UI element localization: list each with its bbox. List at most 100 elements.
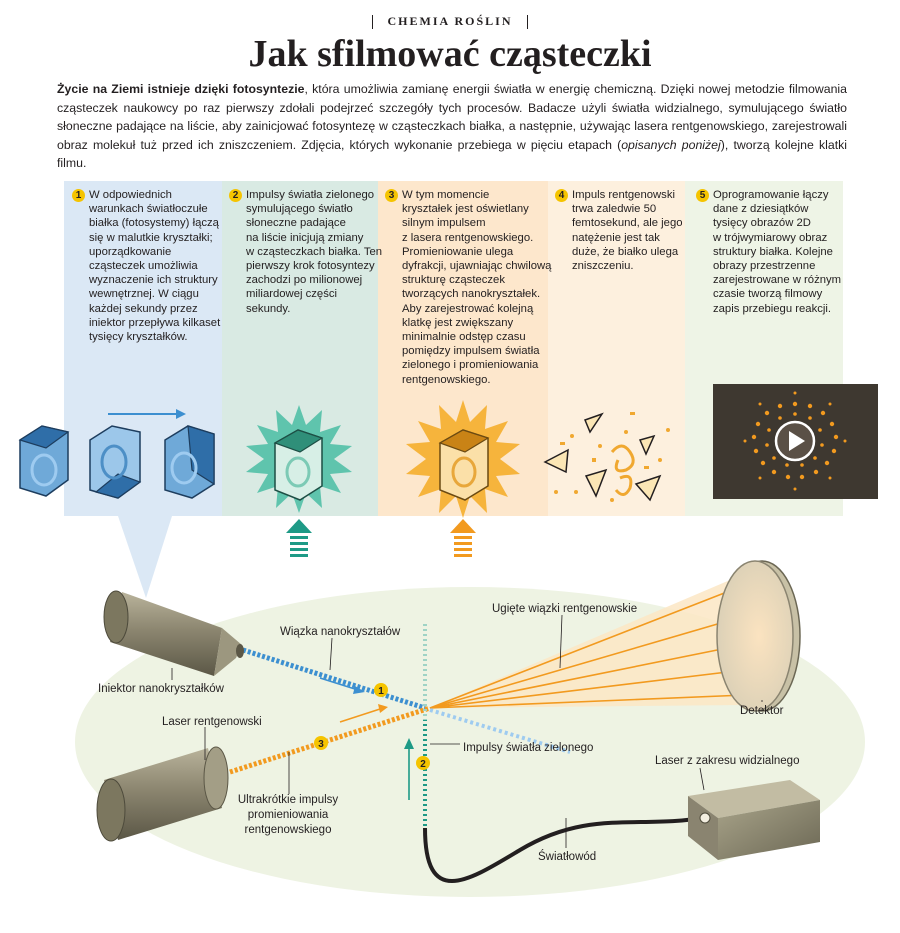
arrow-head-icon [404, 738, 414, 749]
callout-pointer [118, 516, 172, 598]
step-2-text: 2 Impulsy światła zielonego symulującego… [229, 188, 383, 316]
svg-text:2: 2 [420, 759, 426, 770]
step-line: struktury białka. Kolejne [713, 245, 833, 258]
step-line: sekundy. [246, 302, 291, 315]
step-line: kryształek jest oświetlany [402, 203, 529, 216]
step-line: każdej sekundy przez [89, 302, 198, 315]
nanocrystal-injector [103, 590, 244, 676]
intro-body: , która umożliwia zamianę energii światł… [57, 82, 847, 152]
marker-1: 1 [374, 683, 388, 697]
step-line: warunkach światłoczułe [89, 203, 208, 216]
step-line: słoneczne padające [246, 217, 346, 230]
step-line: natężenie jest tak [572, 231, 660, 244]
label-xray-pulses-2: promieniowania [248, 809, 329, 821]
step-line: femtosekund, ale jego [572, 217, 683, 230]
label-detector: Detektor [740, 705, 784, 717]
step-line: rentgenowskiego. [402, 373, 491, 386]
svg-text:1: 1 [378, 686, 384, 697]
step-line: tworzących nanokryształek. [402, 288, 541, 301]
intro-tail: ), tworzą kolejne klatki filmu. [57, 137, 847, 171]
label-xray-pulses-3: rentgenowskiego [245, 824, 332, 836]
step-line: pomiędzy impulsem światła [402, 345, 540, 358]
label-injector: Iniektor nanokryształków [98, 683, 225, 695]
green-starburst-icon [246, 405, 352, 513]
step-line: iniektor przepływa kilkaset [89, 316, 221, 329]
diffracted-beams [429, 589, 746, 709]
play-icon [789, 431, 805, 451]
nanocrystal-beam-after [429, 708, 571, 754]
step-line: czasie tworzą filmowy [713, 288, 823, 301]
explosion-fragments-icon [543, 412, 670, 502]
step-line: tysięcy kryształków. [89, 331, 188, 344]
step-number-badge: 1 [72, 189, 85, 202]
step-line: cząsteczek umożliwia [89, 260, 198, 273]
step-line: wewnętrznej. W ciągu [89, 288, 199, 301]
marker-3: 3 [314, 736, 328, 750]
crystal-icon [18, 425, 70, 497]
step-line: na liście inicjują zmiany [246, 231, 364, 244]
arrow-head-icon [353, 686, 365, 694]
step-line: zniszczeniu. [572, 260, 634, 273]
step-line: miliardowej części [246, 288, 338, 301]
crystal-icon [164, 425, 215, 499]
label-xray-pulses-1: Ultrakrótkie impulsy [238, 794, 339, 806]
step-line: dane z dziesiątków [713, 203, 809, 216]
step-line: klatkę jest zwiększany [402, 316, 514, 329]
arrow-head-icon [378, 704, 388, 713]
step-number-badge: 5 [696, 189, 709, 202]
label-diffracted: Ugięte wiązki rentgenowskie [492, 603, 637, 615]
step-line: zielonego i promieniowania [402, 359, 539, 372]
kicker-bar-left [372, 15, 374, 30]
step-line: w trójwymiarowy obraz [713, 231, 828, 244]
step-line: uporządkowanie [89, 245, 172, 258]
diffracted-cone [430, 580, 745, 708]
step-1-text: 1 W odpowiednich warunkach światłoczułe … [72, 188, 221, 344]
step-line: Oprogramowanie łączy [713, 189, 829, 201]
orange-up-arrow-icon [450, 519, 476, 557]
label-fiber: Światłowód [538, 850, 596, 863]
intro-italic: opisanych poniżej [621, 137, 721, 152]
step-line: pierwszy krok fotosyntezy [246, 260, 375, 273]
xray-direction-arrow [339, 708, 381, 723]
step-line: się w malutkie kryształki; [89, 231, 213, 244]
label-beam: Wiązka nanokryształów [280, 626, 401, 638]
step-line: dyfrakcji, ujawniając chwilową [402, 260, 552, 273]
step-line: zachodzi po milionowej [246, 274, 363, 287]
label-visible-laser: Laser z zakresu widzialnego [655, 755, 799, 767]
step-line: strukturę cząsteczek [402, 274, 505, 287]
crystal-icon [89, 425, 142, 499]
step-line: Promieniowanie ulega [402, 245, 514, 258]
kicker-text: CHEMIA ROŚLIN [387, 14, 513, 28]
video-player[interactable] [713, 384, 878, 499]
arrow-head-icon [176, 409, 186, 419]
step-line: obrazy przestrzenne [713, 260, 816, 273]
step-line: silnym impulsem [402, 217, 486, 230]
step-line: Impulsy światła zielonego [246, 189, 375, 201]
kicker-bar-right [526, 15, 528, 30]
step-number-badge: 2 [229, 189, 242, 202]
xray-laser [96, 746, 229, 842]
detector [716, 560, 801, 712]
green-up-arrow-icon [286, 519, 312, 557]
step-line: Aby zarejestrować kolejną [402, 302, 534, 315]
kicker: CHEMIA ROŚLIN [0, 14, 900, 30]
beam-direction-arrow [319, 677, 359, 691]
step-number-badge: 3 [385, 189, 398, 202]
label-xray-laser: Laser rentgenowski [162, 716, 262, 728]
optical-fiber [423, 815, 708, 883]
intro-lead: Życie na Ziemi istnieje dzięki fotosynte… [57, 82, 305, 96]
step-3-text: 3 W tym momencie kryształek jest oświetl… [385, 188, 552, 387]
leader-lines [171, 614, 763, 848]
step-line: Impuls rentgenowski [572, 189, 675, 201]
step-line: zapis przebiegu reakcji. [713, 302, 832, 315]
step-5-text: 5 Oprogramowanie łączy dane z dziesiątkó… [696, 188, 841, 316]
step-line: W odpowiednich [89, 189, 172, 201]
label-green-pulses: Impulsy światła zielonego [463, 742, 593, 754]
step-4-text: 4 Impuls rentgenowski trwa zaledwie 50 f… [555, 188, 683, 273]
step-line: tysięcy obrazów 2D [713, 217, 811, 230]
step-line: z lasera rentgenowskiego. [402, 231, 534, 244]
nanocrystal-beam [242, 647, 426, 711]
step-line: w cząsteczkach białka. Ten [246, 245, 383, 258]
step-line: duże, że białko ulega [572, 245, 679, 258]
